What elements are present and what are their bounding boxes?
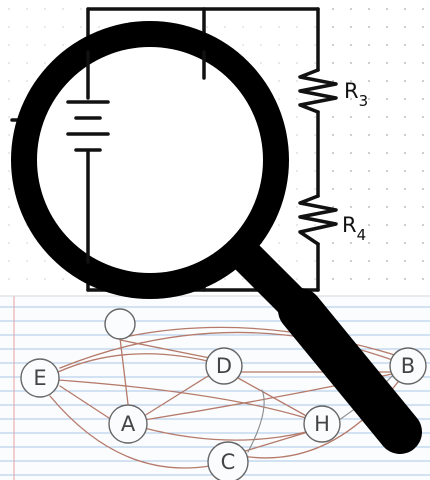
graph-node-label-a: A [121, 412, 136, 436]
graph-node-b [389, 347, 427, 385]
graph-node-h [303, 405, 341, 443]
resistor-r3 [298, 68, 338, 114]
resistor-label-r4: R4 [342, 213, 366, 244]
graph-node-label-b: B [401, 354, 415, 378]
graph-node-label-e: E [33, 366, 46, 390]
resistor-r4 [298, 194, 338, 246]
graph-node-label-c: C [221, 450, 236, 474]
graph-node-top [104, 308, 136, 340]
graph-node-label-d: D [216, 354, 232, 378]
graph-node-d [205, 347, 243, 385]
magnifying-glass-icon [11, 21, 422, 454]
graph-node-label-h: H [314, 412, 330, 436]
resistor-label-r3: R3 [344, 79, 368, 110]
graph-node-a [108, 404, 148, 444]
graph-node-c [207, 441, 249, 480]
graph-node-e [20, 358, 60, 398]
